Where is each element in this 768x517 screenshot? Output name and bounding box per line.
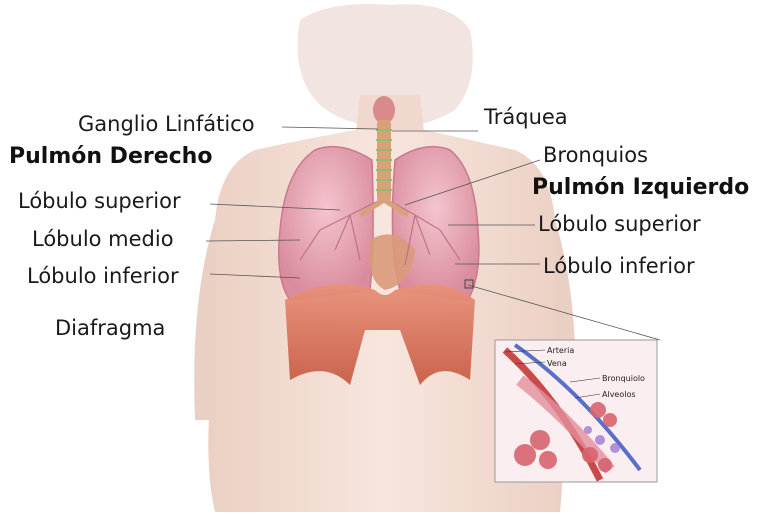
- alveoli-inset: Arteria Vena Bronquiolo Alveolos: [464, 279, 658, 483]
- label-right-lower-lobe: Lóbulo inferior: [27, 264, 179, 288]
- vein-vessel: [513, 343, 642, 472]
- inset-artery-label: Arteria: [547, 346, 574, 355]
- label-left-lower-lobe: Lóbulo inferior: [543, 254, 695, 278]
- label-bronchi: Bronquios: [543, 143, 648, 167]
- inset-alveoli-label: Alveolos: [602, 390, 636, 399]
- inset-vein-label: Vena: [547, 359, 567, 368]
- label-left-lung: Pulmón Izquierdo: [532, 175, 750, 200]
- label-right-lung: Pulmón Derecho: [9, 144, 213, 169]
- label-trachea: Tráquea: [484, 105, 568, 129]
- left-arm-shadow: [194, 220, 215, 420]
- label-left-upper-lobe: Lóbulo superior: [538, 212, 701, 236]
- trachea: [358, 96, 410, 218]
- inset-bronchiole-label: Bronquiolo: [602, 374, 645, 383]
- label-lymph-node: Ganglio Linfático: [78, 112, 255, 136]
- head: [297, 4, 473, 126]
- lungs: [278, 145, 480, 301]
- alveoli-cluster: [514, 402, 617, 472]
- label-right-upper-lobe: Lóbulo superior: [18, 189, 181, 213]
- left-lung-shape: [391, 145, 480, 301]
- bronchiole-vessel: [516, 375, 615, 474]
- leader-lines: [205, 126, 661, 341]
- label-middle-lobe: Lóbulo medio: [32, 227, 174, 251]
- heart: [369, 234, 415, 290]
- label-diaphragm: Diafragma: [55, 316, 166, 340]
- diaphragm-shape: [285, 284, 475, 385]
- bronchial-tree: [299, 199, 461, 266]
